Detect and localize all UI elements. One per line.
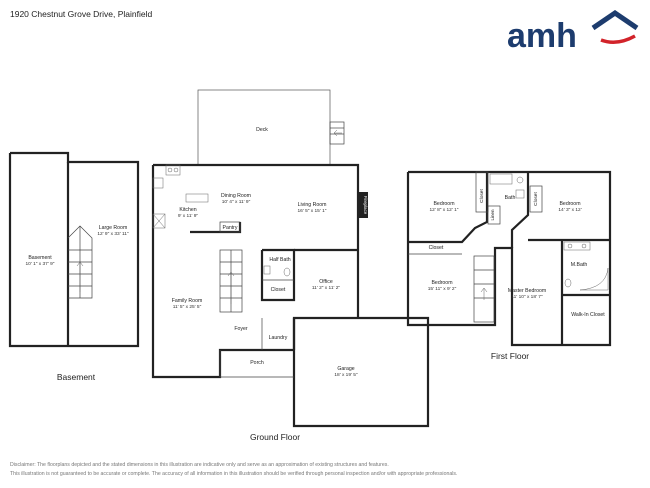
- room-bed2-name: Bedroom: [559, 201, 580, 207]
- floor-label-basement: Basement: [57, 372, 96, 382]
- room-gf-closet-name: Closet: [271, 287, 286, 293]
- room-closet-b-name: Closet: [533, 192, 539, 206]
- room-mbath-name: M.Bath: [571, 262, 588, 268]
- fireplace-block: [358, 192, 368, 218]
- stairs-up-arrow-icon: [227, 271, 235, 304]
- bed2-wall: [510, 172, 530, 248]
- closet-a-box: [475, 171, 489, 213]
- bath-fixtures: [489, 173, 525, 199]
- basement-stairs: [67, 225, 93, 299]
- stairs-arrow-icon: [480, 287, 488, 300]
- porch-outline: [219, 350, 294, 378]
- room-linen-name: Linen: [490, 209, 495, 221]
- room-garage-name: Garage: [337, 366, 354, 372]
- disclaimer-line-2: This illustration is not guaranteed to b…: [10, 470, 458, 477]
- room-office-dim: 11' 2" x 11' 2": [312, 285, 341, 291]
- room-dining-dim: 10' 4" x 11' 9": [222, 199, 251, 205]
- half-bath-fixtures: [263, 265, 291, 277]
- basement-floor: Basement 10' 1" x 37' 9" Large Room 12' …: [8, 151, 140, 382]
- house-roof-icon: [591, 10, 639, 44]
- pantry-box: [219, 221, 241, 233]
- room-large-room-name: Large Room: [99, 225, 128, 231]
- room-deck-name: Deck: [256, 127, 268, 133]
- logo-wordmark: amh: [507, 17, 577, 52]
- basement-outline: [8, 151, 140, 348]
- stair-up-arrow-icon: [76, 261, 84, 292]
- deck-stairs: [329, 121, 345, 145]
- first-floor: Closet Linen Bath Closet Bedroom 12' 8" …: [406, 170, 612, 361]
- room-office-name: Office: [319, 279, 333, 285]
- room-master-name: Master Bedroom: [508, 288, 546, 294]
- first-floor-stairs: [473, 255, 495, 323]
- stair-arrow-icon: [333, 129, 342, 137]
- room-foyer-name: Foyer: [234, 326, 248, 332]
- room-basement-dim: 10' 1" x 37' 9": [26, 261, 55, 267]
- room-family-name: Family Room: [172, 298, 203, 304]
- closet-b-box: [529, 185, 543, 213]
- fireplace-label: Fireplace: [363, 196, 368, 215]
- room-bed3-dim: 15' 11" x 9' 2": [428, 286, 457, 292]
- bed1-walls: [408, 172, 489, 244]
- ground-floor: Deck Kitchen 9' x 11' 9" Dining Room 10'…: [151, 89, 430, 442]
- room-dining-name: Dining Room: [221, 193, 251, 199]
- room-bed3-name: Bedroom: [431, 280, 452, 286]
- room-basement-name: Basement: [28, 255, 52, 261]
- room-kitchen-dim: 9' x 11' 9": [178, 213, 199, 219]
- room-garage-dim: 18' x 19' 5": [334, 372, 358, 378]
- amh-logo: amh: [507, 10, 639, 52]
- half-bath-closet-walls: [260, 248, 296, 302]
- room-laundry-name: Laundry: [269, 335, 288, 341]
- ground-stairs: [219, 249, 243, 313]
- room-large-room-dim: 12' 9" x 33' 11": [97, 231, 129, 237]
- property-address: 1920 Chestnut Grove Drive, Plainfield: [10, 9, 153, 19]
- floor-label-ground: Ground Floor: [250, 432, 300, 442]
- disclaimer: Disclaimer: The floorplans depicted and …: [10, 461, 640, 478]
- room-bath-name: Bath: [505, 195, 516, 201]
- room-master-dim: 11' 10" x 18' 7": [511, 294, 543, 300]
- room-walkin-name: Walk-In Closet: [571, 312, 605, 318]
- room-pantry-name: Pantry: [223, 225, 238, 231]
- room-bed2-dim: 14' 3" x 12': [558, 207, 581, 213]
- room-living-name: Living Room: [298, 202, 327, 208]
- floor-label-first: First Floor: [491, 351, 529, 361]
- master-bath-fixtures: [563, 241, 609, 291]
- room-bed1-dim: 12' 8" x 12' 1": [430, 207, 459, 213]
- room-closet-c-name: Closet: [429, 245, 444, 251]
- room-living-dim: 16' 5" x 15' 1": [298, 208, 327, 214]
- room-bed1-name: Bedroom: [433, 201, 454, 207]
- room-kitchen-name: Kitchen: [179, 207, 196, 213]
- house-right-wall: [153, 163, 430, 428]
- kitchen-fixtures: [152, 164, 209, 229]
- linen-box: [487, 205, 501, 225]
- disclaimer-line-1: Disclaimer: The floorplans depicted and …: [10, 462, 389, 468]
- room-porch-name: Porch: [250, 360, 264, 366]
- room-half-bath-name: Half Bath: [269, 257, 290, 263]
- room-closet-a-name: Closet: [479, 189, 485, 203]
- room-family-dim: 11' 5" x 25' 5": [173, 304, 202, 310]
